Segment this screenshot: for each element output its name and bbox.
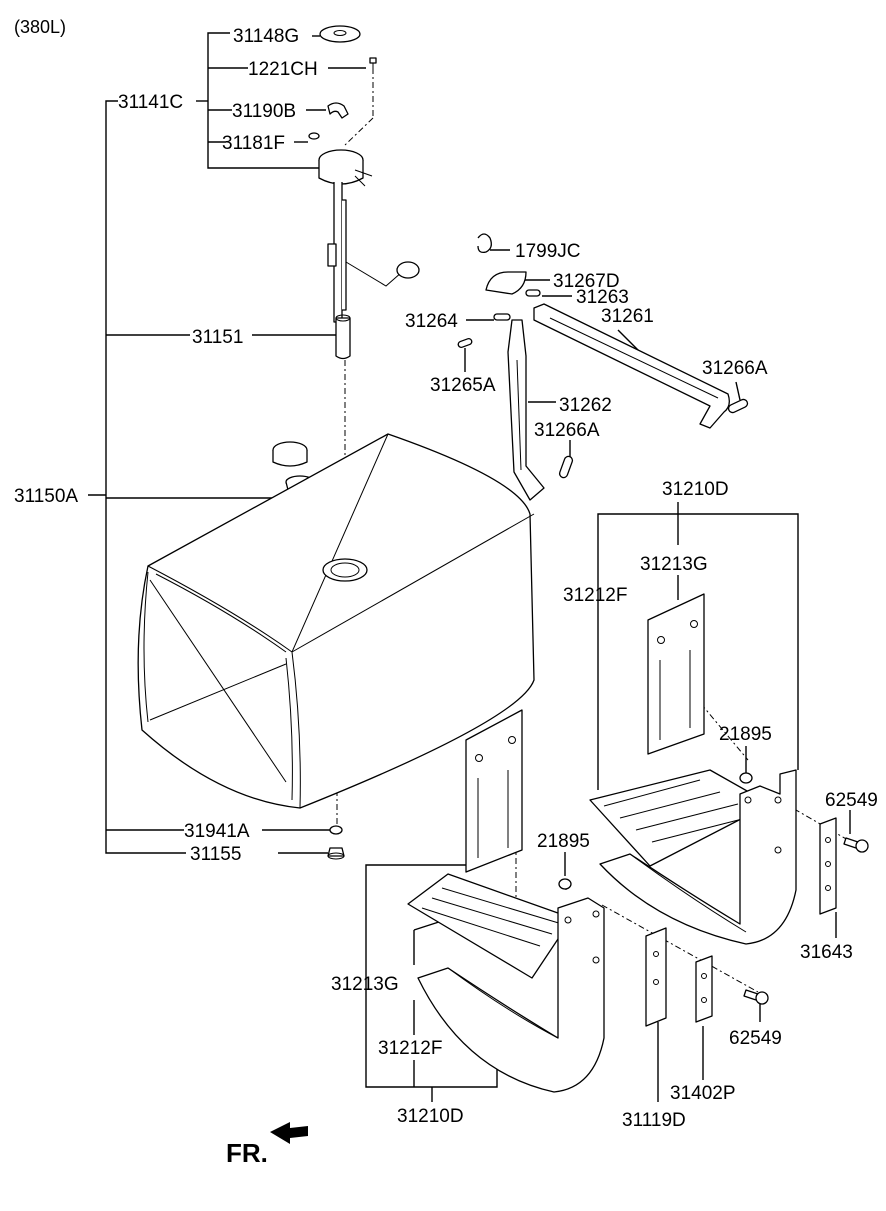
front-label: FR. (226, 1138, 268, 1168)
label-31141C: 31141C (118, 92, 183, 113)
label-31213G-left: 31213G (331, 974, 399, 995)
label-31941A: 31941A (184, 821, 250, 842)
label-31155: 31155 (190, 844, 241, 865)
leader-lines (88, 32, 851, 1102)
right-step-assembly (589, 593, 869, 945)
label-31181F: 31181F (222, 133, 285, 154)
label-31266A-upper: 31266A (702, 358, 768, 379)
label-1221CH: 1221CH (248, 59, 318, 80)
label-21895-left: 21895 (537, 831, 590, 852)
fuel-sender-unit (308, 25, 420, 360)
label-1799JC: 1799JC (515, 241, 581, 262)
label-31210D-right: 31210D (662, 479, 729, 500)
label-62549-right: 62549 (825, 790, 878, 811)
label-31265A: 31265A (430, 375, 496, 396)
label-31402P: 31402P (670, 1083, 736, 1104)
label-31190B: 31190B (232, 101, 296, 122)
front-direction-arrow (270, 1122, 308, 1144)
label-31148G: 31148G (233, 26, 299, 47)
label-31213G-right: 31213G (640, 554, 708, 575)
label-31212F-left: 31212F (378, 1038, 442, 1059)
label-31264: 31264 (405, 311, 458, 332)
label-31119D: 31119D (622, 1110, 686, 1131)
variant-label: (380L) (14, 17, 66, 37)
label-31212F-right: 31212F (563, 585, 627, 606)
label-31210D-left: 31210D (397, 1106, 464, 1127)
label-31261: 31261 (601, 306, 654, 327)
fuel-tank (137, 433, 535, 860)
label-31267D: 31267D (553, 271, 620, 292)
label-31643: 31643 (800, 942, 853, 963)
label-31262: 31262 (559, 395, 612, 416)
left-step-assembly (407, 709, 769, 1093)
label-31150A: 31150A (14, 486, 78, 507)
label-62549-left: 62549 (729, 1028, 782, 1049)
label-21895-right: 21895 (719, 724, 772, 745)
label-31263: 31263 (576, 287, 629, 308)
part-labels: (380L) FR. 31148G 1221CH 31141C 31190B 3… (14, 17, 878, 1168)
label-31151: 31151 (192, 327, 243, 348)
label-31266A-lower: 31266A (534, 420, 600, 441)
strap-group (457, 233, 749, 501)
